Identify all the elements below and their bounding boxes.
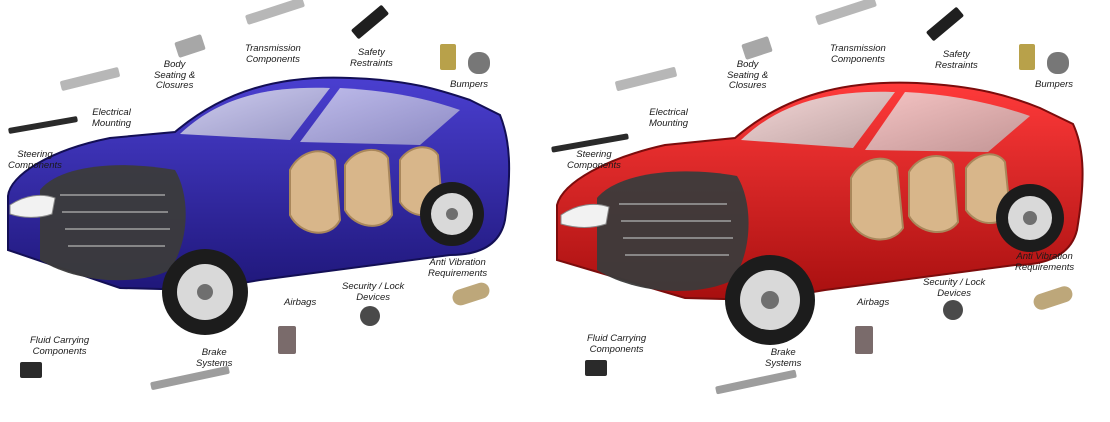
- panel-red-car: Transmission Components Safety Restraint…: [545, 0, 1110, 422]
- label-fluid-carrying-components: Fluid Carrying Components: [30, 335, 90, 357]
- label-safety-restraints: Safety Restraints: [350, 47, 393, 69]
- label-steering-components: Steering Components: [567, 149, 621, 171]
- label-safety-restraints: Safety Restraints: [935, 49, 978, 71]
- label-bumpers: Bumpers: [450, 79, 489, 90]
- label-brake-systems: Brake Systems: [765, 347, 802, 369]
- label-electrical-mounting: Electrical Mounting: [649, 107, 689, 129]
- label-security-lock-devices: Security / Lock Devices: [342, 281, 405, 303]
- label-airbags: Airbags: [284, 297, 317, 308]
- airbags-part-icon: [278, 326, 296, 354]
- label-body-seating-closures: Body Seating & Closures: [727, 59, 769, 91]
- car-cutaway-icon: [556, 81, 1084, 345]
- label-airbags: Airbags: [857, 297, 890, 308]
- label-brake-systems: Brake Systems: [196, 347, 233, 369]
- security-part-icon: [360, 306, 380, 326]
- panel-blue-car: Transmission Components Safety Restraint…: [0, 0, 530, 422]
- car-cutaway-icon: [7, 76, 511, 335]
- label-bumpers: Bumpers: [1035, 79, 1074, 90]
- label-anti-vibration-requirements: Anti Vibration Requirements: [1015, 251, 1075, 273]
- airbags-part-icon: [855, 326, 873, 354]
- label-body-seating-closures: Body Seating & Closures: [154, 59, 196, 91]
- bumpers-part-icon: [468, 52, 490, 74]
- bumpers-part-icon: [1019, 44, 1035, 70]
- label-transmission-components: Transmission Components: [245, 43, 301, 65]
- label-anti-vibration-requirements: Anti Vibration Requirements: [428, 257, 488, 279]
- fluid-part-icon: [20, 362, 42, 378]
- security-part-icon: [943, 300, 963, 320]
- label-fluid-carrying-components: Fluid Carrying Components: [587, 333, 647, 355]
- bumpers-part-icon: [440, 44, 456, 70]
- bumpers-part-icon: [1047, 52, 1069, 74]
- label-security-lock-devices: Security / Lock Devices: [923, 277, 986, 299]
- label-electrical-mounting: Electrical Mounting: [92, 107, 132, 129]
- fluid-part-icon: [585, 360, 607, 376]
- label-steering-components: Steering Components: [8, 149, 62, 171]
- label-transmission-components: Transmission Components: [830, 43, 886, 65]
